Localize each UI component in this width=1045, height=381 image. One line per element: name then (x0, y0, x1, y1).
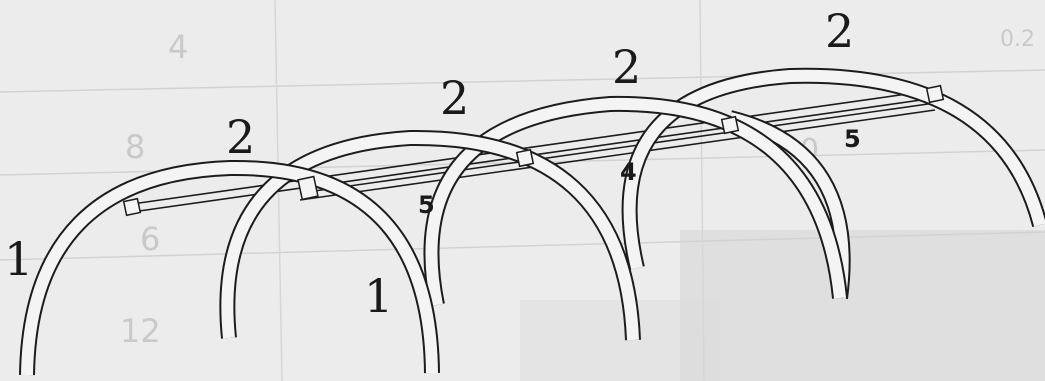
label-top: 2 (440, 71, 469, 125)
joint-clamp (925, 84, 945, 104)
bg-mark: 12 (120, 312, 161, 350)
arches (19, 67, 1045, 376)
label-bar: 4 (620, 158, 637, 186)
bg-mark: 4 (168, 28, 188, 66)
grid-line (699, 0, 705, 381)
shadow-patch (520, 300, 720, 381)
label-top: 2 (226, 110, 255, 164)
bg-mark: 6 (140, 220, 160, 258)
label-top: 2 (825, 4, 854, 58)
grid-line (0, 231, 1045, 261)
bg-mark: 0.2 (1000, 27, 1035, 52)
shadow-patch (680, 230, 1045, 381)
ridge-bar-bottom (299, 109, 936, 201)
joint-clamp (720, 115, 740, 135)
labels: 1 1 2 2 2 2 5 4 5 (4, 4, 861, 323)
label-bar: 5 (418, 191, 435, 219)
joint-clamp (515, 148, 535, 168)
joint-clamp (122, 197, 142, 217)
label-bar: 5 (844, 125, 861, 153)
joints (122, 84, 945, 217)
joint-clamp (297, 175, 319, 201)
arch-2 (219, 129, 641, 341)
label-arch-end: 1 (364, 269, 393, 323)
bg-mark: 8 (125, 128, 145, 166)
arch-3 (423, 95, 848, 307)
label-arch-end: 1 (4, 232, 33, 286)
label-top: 2 (612, 40, 641, 94)
arch-1 (19, 159, 440, 376)
ridge-bar-bottom (299, 102, 936, 194)
